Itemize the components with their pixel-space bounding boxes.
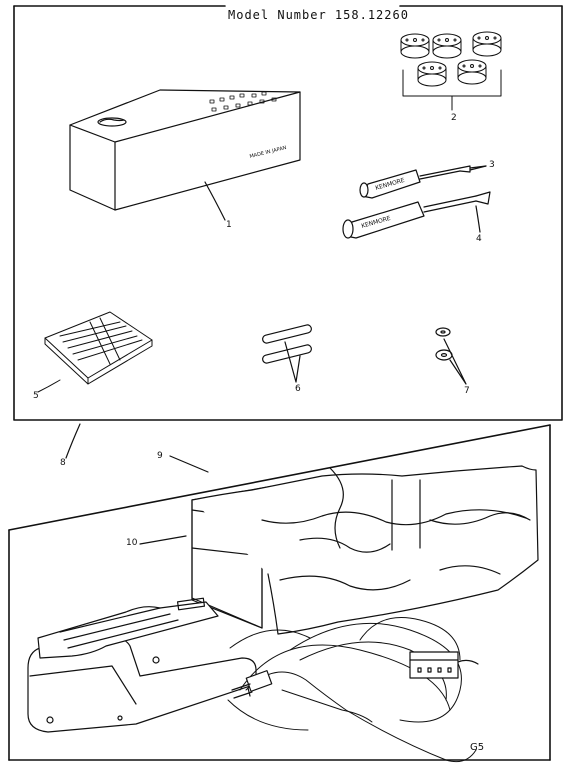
screwdriver-large: KENMORE	[342, 191, 491, 239]
callout-10: 10	[126, 538, 138, 548]
bobbin	[432, 33, 462, 59]
bobbin	[472, 31, 502, 57]
leader-9	[169, 455, 209, 473]
leader-8	[65, 423, 81, 459]
callout-2: 2	[451, 113, 457, 123]
bobbins	[400, 31, 502, 111]
accessory-box: MADE IN JAPAN	[69, 89, 301, 221]
foot-control	[27, 597, 257, 733]
washers	[435, 327, 467, 385]
bobbin	[400, 33, 430, 59]
figure-code: G5	[470, 742, 485, 753]
tubes	[262, 324, 312, 383]
upper-frame	[13, 5, 563, 421]
callout-6: 6	[295, 384, 301, 394]
callout-8: 8	[60, 458, 66, 468]
callout-9: 9	[157, 451, 163, 461]
bobbin	[457, 59, 487, 85]
bobbin	[417, 61, 447, 87]
connector	[409, 651, 479, 679]
callout-4: 4	[476, 234, 482, 244]
screwdriver-small: KENMORE	[359, 165, 487, 199]
plug	[231, 670, 273, 699]
model-number-title: Model Number 158.12260	[228, 8, 409, 22]
callout-1: 1	[226, 220, 232, 230]
callout-3: 3	[489, 160, 495, 170]
power-cord	[227, 617, 477, 763]
needle-pack	[37, 311, 153, 393]
callout-7: 7	[464, 386, 470, 396]
callout-5: 5	[33, 391, 39, 401]
carrying-case	[139, 465, 539, 635]
lower-frame	[8, 424, 551, 761]
